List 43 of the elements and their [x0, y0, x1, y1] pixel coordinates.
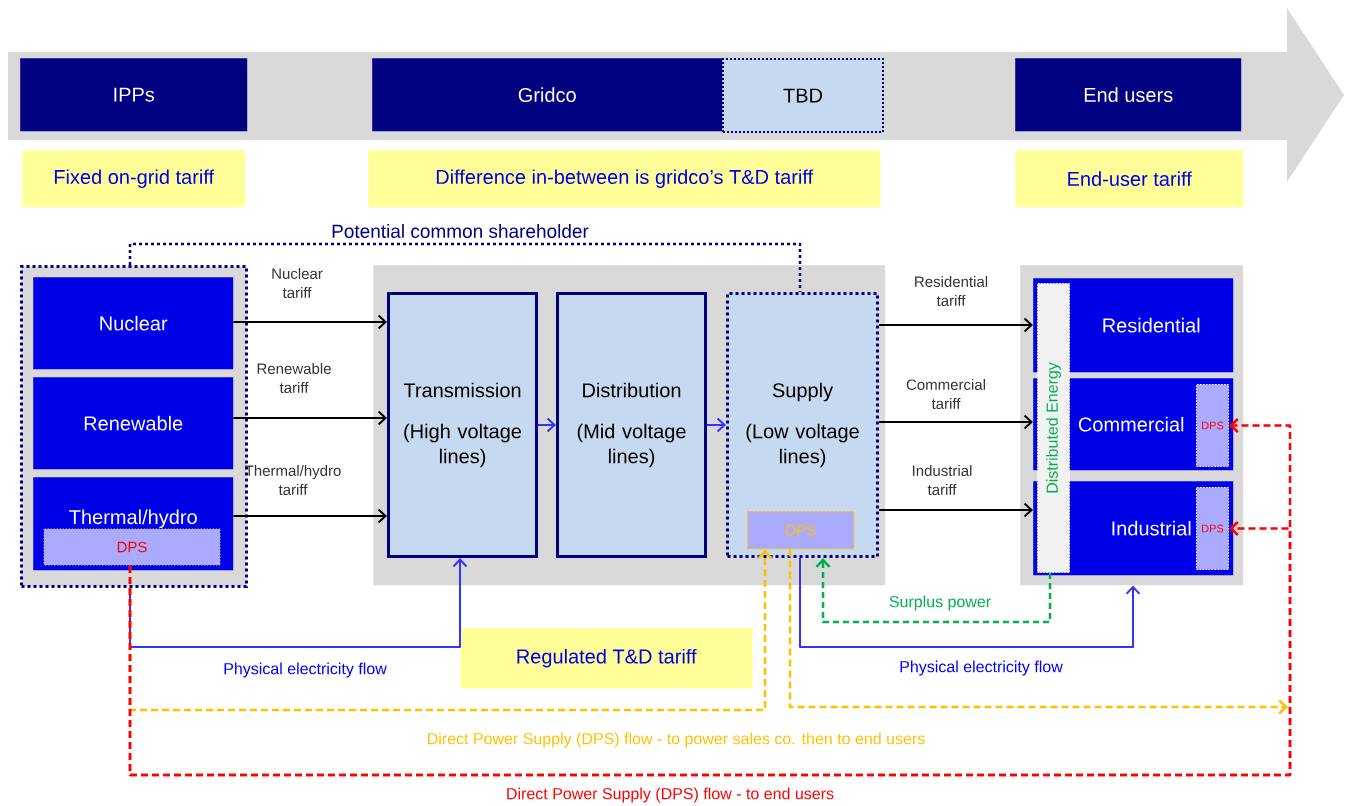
edge-label: Residential tariff	[915, 276, 988, 306]
tariff-box: Difference in-between is gridco’s T&D tariff	[368, 150, 881, 208]
tariff-box: Regulated T&D tariff	[460, 628, 753, 689]
arrow	[799, 557, 1141, 648]
dps-box: DPS	[1196, 487, 1229, 570]
dps-box: DPS	[747, 511, 855, 550]
edge-label: Physical electricity flow	[224, 662, 387, 678]
edge-label: Commercial tariff	[906, 379, 985, 409]
edge-label: Physical electricity flow	[900, 660, 1063, 676]
edge-label: Surplus power	[889, 595, 991, 611]
tariff-box: Fixed on-grid tariff	[22, 150, 246, 208]
process-box: Transmission (High voltage lines)	[387, 292, 538, 558]
process-box: Distribution (Mid voltage lines)	[556, 292, 707, 558]
arrow	[232, 508, 387, 524]
generator-box: Nuclear	[33, 277, 234, 370]
edge-label: Renewable tariff	[257, 363, 331, 393]
header-box: Gridco	[372, 58, 723, 132]
arrow	[878, 317, 1034, 333]
dps-box: DPS	[1196, 384, 1229, 467]
tariff-box: End-user tariff	[1015, 150, 1244, 208]
edge-label: Direct Power Supply (DPS) flow - to end users	[507, 787, 834, 803]
connector-line	[128, 242, 802, 292]
edge-label: Thermal/hydro tariff	[245, 465, 341, 495]
edge-label: Nuclear tariff	[272, 268, 323, 298]
dps-box: DPS	[43, 528, 221, 566]
arrow	[537, 417, 556, 433]
arrow	[878, 502, 1034, 518]
arrow	[232, 410, 387, 426]
arrow	[129, 558, 468, 648]
edge-label: Potential common shareholder	[332, 224, 589, 238]
header-box: IPPs	[20, 58, 248, 132]
edge-label: Direct Power Supply (DPS) flow - to power sales co. then to end users	[428, 732, 925, 748]
arrow	[815, 558, 1052, 624]
edge-label: Industrial tariff	[912, 465, 972, 495]
arrow	[878, 414, 1034, 430]
generator-box: Renewable	[33, 377, 234, 470]
energy-strip: Distributed Energy	[1037, 283, 1070, 573]
arrow	[128, 521, 1292, 777]
arrow	[788, 549, 1288, 715]
arrow	[706, 417, 726, 433]
header-box: End users	[1015, 58, 1242, 132]
header-box: TBD	[722, 58, 884, 133]
arrow	[232, 314, 387, 330]
